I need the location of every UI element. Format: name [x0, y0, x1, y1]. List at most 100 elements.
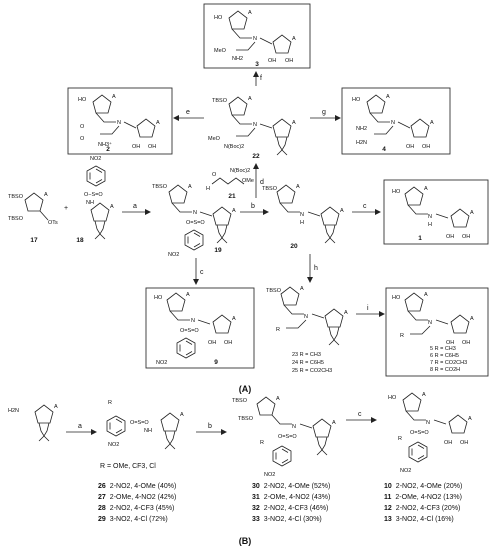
svg-text:TBSO: TBSO — [8, 216, 24, 222]
svg-text:NO2: NO2 — [168, 252, 179, 258]
svg-text:b: b — [208, 423, 212, 430]
svg-text:OH: OH — [132, 144, 140, 150]
box-compound-4 — [341, 87, 451, 155]
svg-text:TBSO: TBSO — [266, 288, 282, 294]
svg-text:HO: HO — [214, 15, 223, 21]
svg-text:302-NO2, 4-OMe (52%): 302-NO2, 4-OMe (52%) — [252, 483, 330, 490]
svg-text:A: A — [430, 120, 434, 126]
svg-text:N: N — [300, 212, 304, 218]
svg-text:262-NO2, 4-OMe (40%): 262-NO2, 4-OMe (40%) — [98, 483, 176, 490]
svg-text:A: A — [470, 316, 474, 322]
structure-compound-9: HO A N A OH OH O=S=O NO2 — [154, 292, 236, 366]
svg-text:A: A — [156, 120, 160, 126]
svg-text:HO: HO — [392, 295, 401, 301]
label-compound-2: 2 — [106, 146, 110, 153]
svg-text:a: a — [133, 203, 137, 210]
svg-text:R: R — [400, 333, 404, 339]
svg-text:N(Boc)2: N(Boc)2 — [230, 168, 250, 174]
svg-text:7 R = CO2CH3: 7 R = CO2CH3 — [430, 360, 467, 366]
svg-text:A: A — [424, 186, 428, 192]
svg-text:A: A — [344, 310, 348, 316]
svg-text:112-OMe, 4-NO2 (13%): 112-OMe, 4-NO2 (13%) — [384, 494, 462, 501]
box-compounds-5-8 — [385, 287, 489, 377]
svg-text:A: A — [422, 392, 426, 398]
svg-text:N: N — [428, 214, 432, 220]
svg-text:A: A — [470, 210, 474, 216]
structure-compounds-30-33: TBSO A TBSO N A O=S=O R NO2 — [232, 396, 336, 478]
structure-compound-2: HO A N A OH OH O O NH3⁺ — [78, 94, 160, 150]
svg-text:102-NO2, 4-OMe (20%): 102-NO2, 4-OMe (20%) — [384, 483, 462, 490]
structure-amine-start: H2N A — [8, 404, 58, 442]
svg-text:N: N — [193, 210, 197, 216]
structure-compound-18: NO2 O−S=O NH A — [84, 156, 114, 240]
svg-text:A: A — [44, 192, 48, 198]
svg-text:MeO: MeO — [214, 48, 227, 54]
svg-text:O−S=O: O−S=O — [84, 192, 103, 198]
svg-text:293-NO2, 4-Cl (72%): 293-NO2, 4-Cl (72%) — [98, 516, 168, 523]
svg-text:N: N — [117, 120, 121, 126]
svg-text:NO2: NO2 — [90, 156, 101, 162]
svg-text:i: i — [367, 305, 369, 312]
structure-compound-4: HO A N A OH OH NH2 H2N — [352, 94, 434, 150]
svg-text:5 R = CH3: 5 R = CH3 — [430, 346, 456, 352]
svg-text:HO: HO — [352, 97, 361, 103]
svg-text:NH: NH — [144, 428, 152, 434]
structure-compounds-5-8: HO A N A OH OH R — [392, 292, 474, 346]
svg-text:A: A — [188, 184, 192, 190]
svg-text:A: A — [292, 120, 296, 126]
svg-text:24 R = C6H5: 24 R = C6H5 — [292, 360, 324, 366]
svg-text:O: O — [80, 136, 85, 142]
svg-text:R: R — [108, 400, 112, 406]
box-compound-2 — [67, 87, 173, 155]
svg-text:OH: OH — [224, 340, 232, 346]
svg-text:HO: HO — [78, 97, 87, 103]
svg-text:6 R = C6H5: 6 R = C6H5 — [430, 353, 459, 359]
label-compound-21: 21 — [228, 193, 236, 200]
svg-text:HO: HO — [392, 189, 401, 195]
svg-text:HO: HO — [388, 395, 397, 401]
svg-text:H2N: H2N — [8, 408, 19, 414]
svg-text:OH: OH — [460, 440, 468, 446]
series-23-25-legend: 23 R = CH3 24 R = C6H5 25 R = CO2CH3 — [292, 352, 332, 374]
svg-text:NH2: NH2 — [356, 126, 367, 132]
svg-text:OH: OH — [444, 440, 452, 446]
svg-text:O=S=O: O=S=O — [180, 328, 199, 334]
structure-compound-22: TBSO A N A MeO N(Boc)2 — [208, 96, 296, 156]
svg-text:MeO: MeO — [208, 136, 221, 142]
plus-sign: + — [64, 205, 68, 212]
structure-compound-20: TBSO A N H A — [262, 184, 344, 244]
svg-text:A: A — [424, 292, 428, 298]
svg-text:A: A — [248, 96, 252, 102]
svg-text:d: d — [260, 179, 264, 186]
structure-compound-19: TBSO A N A O=S=O NO2 — [152, 184, 236, 258]
series-5-8-legend: 5 R = CH3 6 R = C6H5 7 R = CO2CH3 8 R = … — [430, 346, 467, 373]
svg-text:OH: OH — [462, 340, 470, 346]
svg-text:N(Boc)2: N(Boc)2 — [224, 144, 244, 150]
svg-text:NH2: NH2 — [232, 56, 243, 62]
svg-text:A: A — [180, 412, 184, 418]
svg-text:333-NO2, 4-Cl (30%): 333-NO2, 4-Cl (30%) — [252, 516, 322, 523]
structure-compounds-23-25: TBSO A N A R — [266, 286, 348, 346]
svg-text:25 R = CO2CH3: 25 R = CO2CH3 — [292, 368, 332, 374]
structure-compounds-26-29: R NO2 O=S=O NH A — [106, 400, 184, 450]
svg-text:H: H — [428, 222, 432, 228]
svg-text:A: A — [296, 184, 300, 190]
label-compound-1: 1 — [418, 235, 422, 242]
svg-text:282-NO2, 4-CF3 (45%): 282-NO2, 4-CF3 (45%) — [98, 505, 174, 512]
svg-text:R: R — [260, 440, 264, 446]
structure-compounds-10-13: HO A N A OH OH O=S=O R NO2 — [388, 392, 472, 474]
svg-text:H2N: H2N — [356, 140, 367, 146]
svg-text:122-NO2, 4-CF3 (20%): 122-NO2, 4-CF3 (20%) — [384, 505, 460, 512]
svg-text:OTs: OTs — [48, 220, 58, 226]
svg-text:NH: NH — [86, 200, 94, 206]
label-compound-18: 18 — [76, 237, 84, 244]
label-compound-19: 19 — [214, 247, 222, 254]
svg-text:133-NO2, 4-Cl (16%): 133-NO2, 4-Cl (16%) — [384, 516, 454, 523]
svg-text:TBSO: TBSO — [232, 398, 248, 404]
label-compound-22: 22 — [252, 153, 260, 160]
svg-text:A: A — [54, 404, 58, 410]
label-compound-4: 4 — [382, 146, 386, 153]
svg-text:c: c — [363, 203, 367, 210]
svg-text:A: A — [468, 416, 472, 422]
